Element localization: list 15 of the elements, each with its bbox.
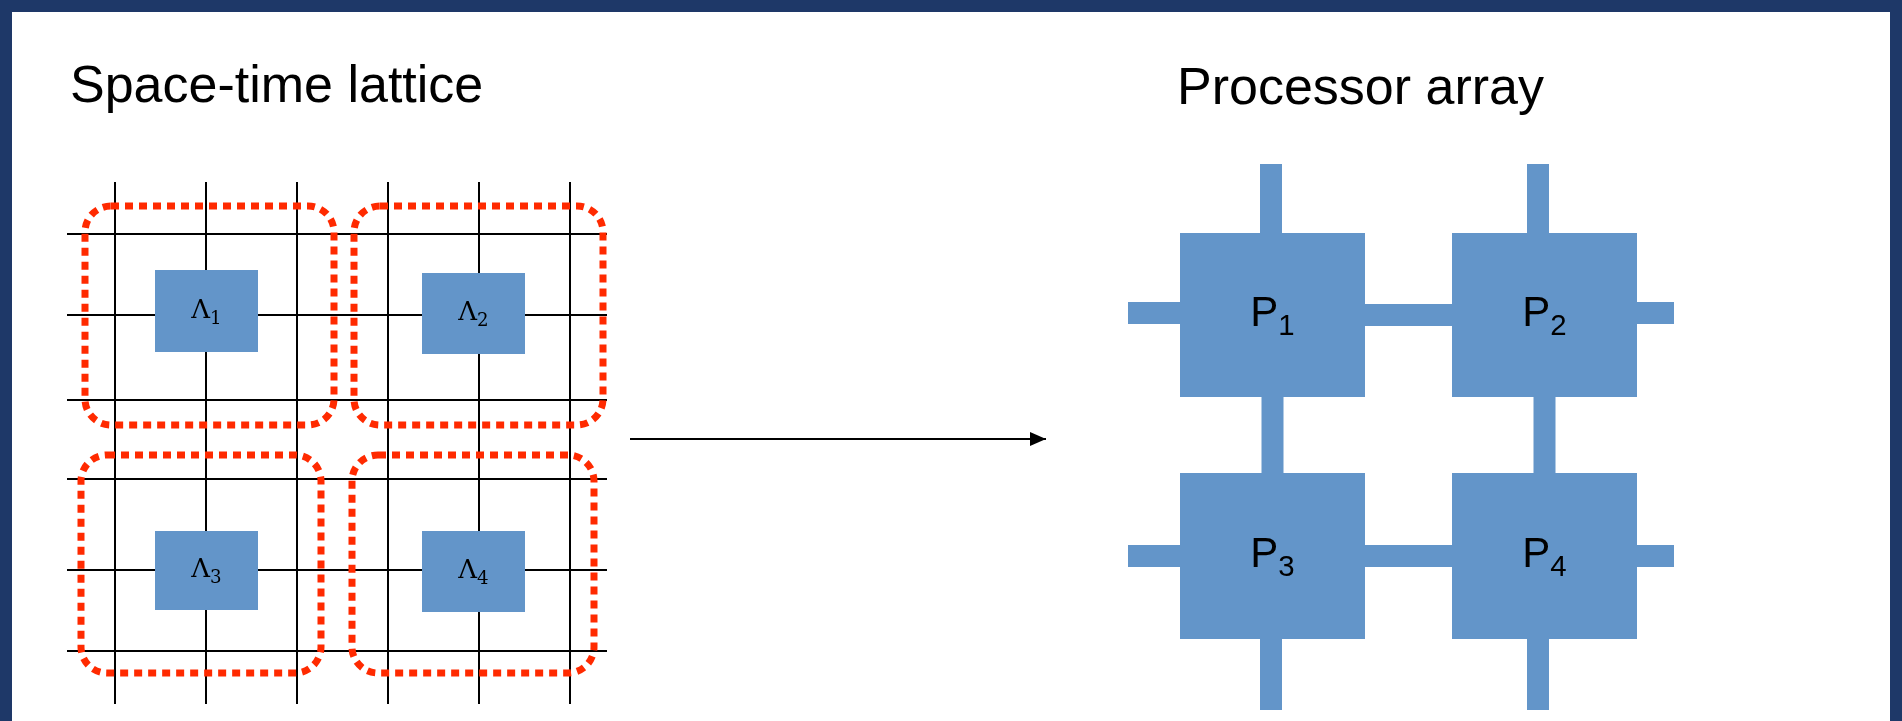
processor-box: P$_{1}$: [1180, 233, 1365, 397]
processor-box: P$_{2}$: [1452, 233, 1637, 397]
section-heading: Space-time lattice: [70, 56, 484, 114]
arrow: [629, 432, 1047, 446]
subdomain-box: Λ$_{1}$: [155, 270, 258, 352]
link-line: [1365, 304, 1452, 326]
subdomain-box: Λ$_{3}$: [155, 531, 258, 610]
processor-box: P$_{4}$: [1452, 473, 1637, 639]
link-line: [1365, 545, 1452, 567]
link-line: [1533, 397, 1556, 473]
processor-box: P$_{3}$: [1180, 473, 1365, 639]
section-heading: Processor array: [1177, 58, 1544, 116]
subdomain-box: Λ$_{2}$: [422, 273, 525, 354]
subdomain-box: Λ$_{4}$: [422, 531, 525, 612]
link-line: [1261, 397, 1284, 473]
